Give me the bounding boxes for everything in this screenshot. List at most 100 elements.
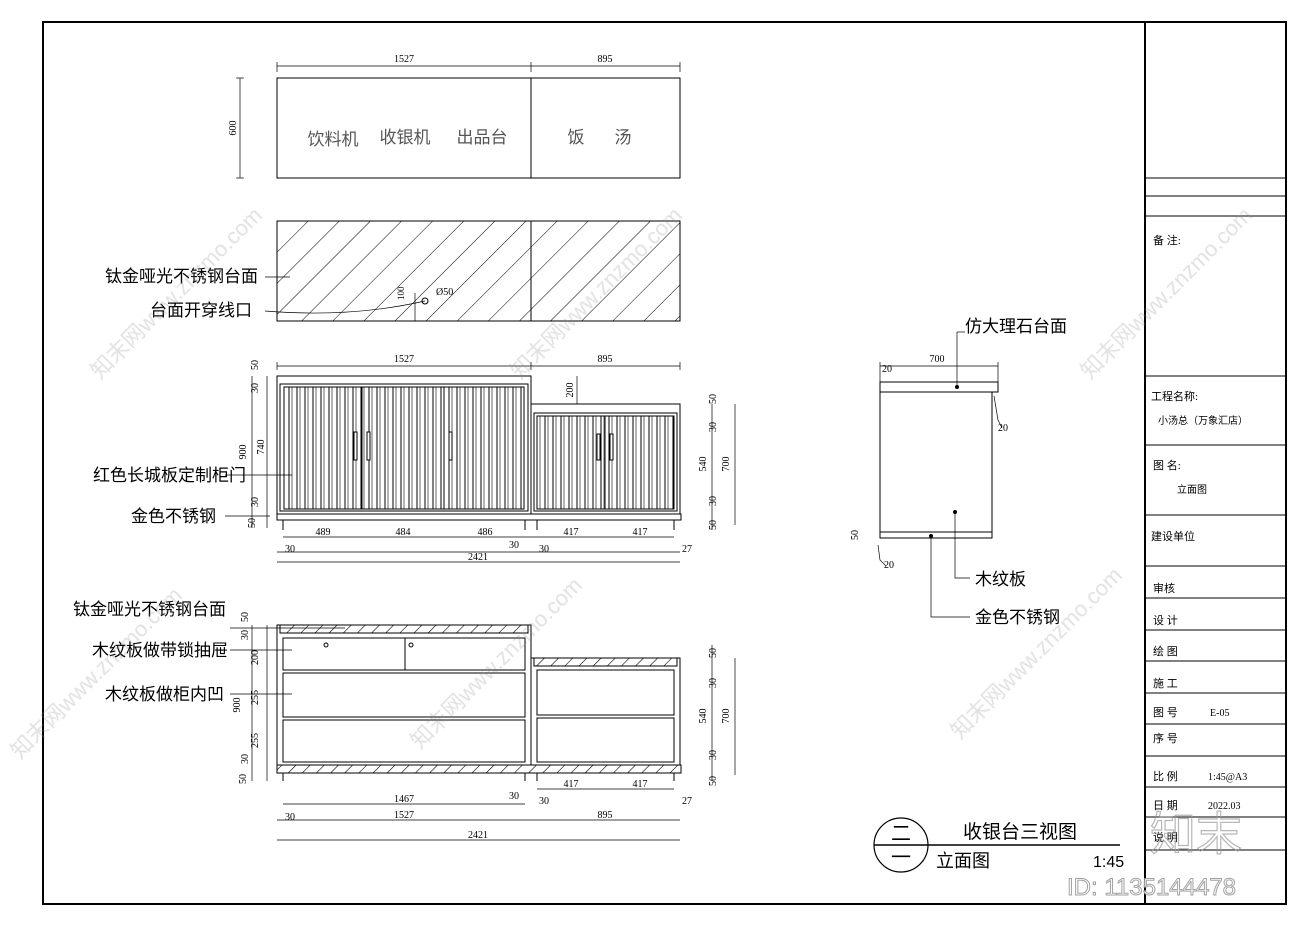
front-right-30: 30 (708, 422, 719, 432)
brand-logo: 知末 ID: 1135144478 (1067, 807, 1243, 901)
watermark-id: ID: 1135144478 (1067, 874, 1236, 901)
tb-scale-value: 1:45@A3 (1208, 772, 1247, 783)
front-bottom-27: 27 (682, 544, 692, 555)
side-view: 700 20 20 50 20 仿大理石台面 木纹板 金色不锈钢 (850, 317, 1067, 627)
back-bottom-417b: 417 (633, 779, 648, 790)
tb-note-label: 说 明 (1153, 830, 1178, 844)
title-number-bottom: 一 (891, 847, 911, 869)
callout-recessed-cabinet: 木纹板做柜内凹 (105, 685, 224, 704)
side-dim-20c: 20 (884, 560, 894, 571)
tb-drawing-label: 图 名: (1153, 458, 1181, 472)
back-left-30b: 30 (240, 754, 251, 764)
drawing-title: 二 一 收银台三视图 立面图 1:45 (873, 817, 1124, 873)
back-view: 50 30 200 900 255 255 30 50 50 30 540 70… (73, 600, 736, 841)
top-view: 1527 895 600 饮料机 收银机 出品台 饭 汤 (228, 54, 681, 179)
back-bottom-total: 2421 (468, 830, 488, 841)
watermark-text-6: 知末网www.znzmo.com (946, 562, 1127, 743)
callout-titanium-top: 钛金哑光不锈钢台面 (105, 267, 258, 286)
front-left-30: 30 (250, 383, 261, 393)
hole-diameter: Ø50 (436, 287, 453, 298)
back-bottom-30b: 30 (539, 796, 549, 807)
back-bottom-895: 895 (598, 810, 613, 821)
top-dim-1527: 1527 (394, 54, 414, 65)
label-drink-machine: 饮料机 (308, 130, 359, 149)
hole-offset: 100 (396, 286, 406, 300)
front-left-740: 740 (256, 440, 267, 455)
title-main: 收银台三视图 (963, 821, 1077, 843)
tb-draw-label: 绘 图 (1153, 644, 1178, 658)
tb-drawing-value: 立面图 (1177, 483, 1207, 496)
back-bottom-30a: 30 (509, 791, 519, 802)
tb-number-label: 图 号 (1153, 706, 1178, 719)
callout-lock-drawer: 木纹板做带锁抽屉 (92, 641, 228, 660)
back-left-255a: 255 (250, 690, 261, 705)
back-right-30: 30 (708, 678, 719, 688)
front-right-50: 50 (708, 394, 719, 404)
back-left-255b: 255 (250, 733, 261, 748)
callout-wood-panel: 木纹板 (975, 570, 1026, 589)
side-dim-700: 700 (930, 354, 945, 365)
title-sub: 立面图 (936, 851, 990, 871)
tb-review-label: 审核 (1153, 581, 1175, 595)
front-left-50: 50 (250, 360, 261, 370)
watermark-text-3: 知末网www.znzmo.com (1076, 202, 1257, 383)
back-left-50b: 50 (238, 774, 249, 784)
title-number-top: 二 (891, 823, 911, 845)
front-dim-1527: 1527 (394, 354, 414, 365)
watermark-text-1: 知末网www.znzmo.com (86, 202, 267, 383)
label-soup: 汤 (615, 128, 632, 147)
tb-client-label: 建设单位 (1151, 529, 1195, 543)
front-bottom-484: 484 (396, 527, 411, 538)
front-bottom-417a: 417 (564, 527, 579, 538)
sheet-border (42, 21, 1287, 905)
back-left-30: 30 (240, 630, 251, 640)
callout-gold-steel: 金色不锈钢 (131, 507, 216, 526)
title-scale: 1:45 (1093, 854, 1124, 871)
tb-project-label: 工程名称: (1151, 389, 1198, 403)
side-dim-20b: 20 (998, 423, 1008, 434)
front-right-50b: 50 (708, 520, 719, 530)
label-cash-register: 收银机 (380, 128, 431, 147)
back-right-50b: 50 (708, 776, 719, 786)
front-bottom-total: 2421 (468, 552, 488, 563)
tb-date-value: 2022.03 (1208, 801, 1241, 812)
back-right-50: 50 (708, 648, 719, 658)
callout-side-gold-steel: 金色不锈钢 (975, 608, 1060, 627)
callout-cable-hole: 台面开穿线口 (150, 301, 252, 320)
callout-red-door: 红色长城板定制柜门 (93, 466, 246, 485)
tb-date-label: 日 期 (1153, 799, 1178, 812)
tb-project-value: 小汤总（万象汇店） (1158, 414, 1248, 427)
callout-marble-top: 仿大理石台面 (965, 317, 1067, 336)
title-block: 备 注: 工程名称: 小汤总（万象汇店） 图 名: 立面图 建设单位 审核 设 … (1145, 177, 1286, 851)
front-dim-895: 895 (598, 354, 613, 365)
label-rice: 饭 (568, 128, 585, 147)
front-view: 1527 895 200 50 30 900 740 30 (93, 354, 736, 563)
front-bottom-30a: 30 (285, 544, 295, 555)
front-right-30b: 30 (708, 496, 719, 506)
tb-number-value: E-05 (1210, 708, 1229, 719)
front-bottom-30b: 30 (509, 540, 519, 551)
front-bottom-489: 489 (316, 527, 331, 538)
front-left-900: 900 (238, 445, 249, 460)
front-left-30b: 30 (250, 497, 261, 507)
back-bottom-417a: 417 (564, 779, 579, 790)
back-left-50: 50 (240, 612, 251, 622)
logo-brand-text: 知末 (1150, 808, 1242, 860)
back-right-30b: 30 (708, 750, 719, 760)
front-right-540: 540 (698, 457, 709, 472)
back-bottom-1467: 1467 (394, 794, 414, 805)
tb-build-label: 施 工 (1153, 677, 1178, 690)
tb-seq-label: 序 号 (1153, 731, 1178, 745)
tb-design-label: 设 计 (1153, 614, 1178, 627)
top-dim-895: 895 (598, 54, 613, 65)
tb-scale-label: 比 例 (1153, 769, 1178, 783)
hatch-view: Ø50 100 钛金哑光不锈钢台面 台面开穿线口 (105, 220, 681, 322)
back-right-540: 540 (698, 709, 709, 724)
top-dim-600: 600 (228, 121, 239, 136)
front-bottom-417b: 417 (633, 527, 648, 538)
front-dim-200: 200 (565, 383, 576, 398)
back-bottom-1527: 1527 (394, 810, 414, 821)
callout-back-titanium-top: 钛金哑光不锈钢台面 (73, 600, 226, 619)
front-bottom-486: 486 (478, 527, 493, 538)
